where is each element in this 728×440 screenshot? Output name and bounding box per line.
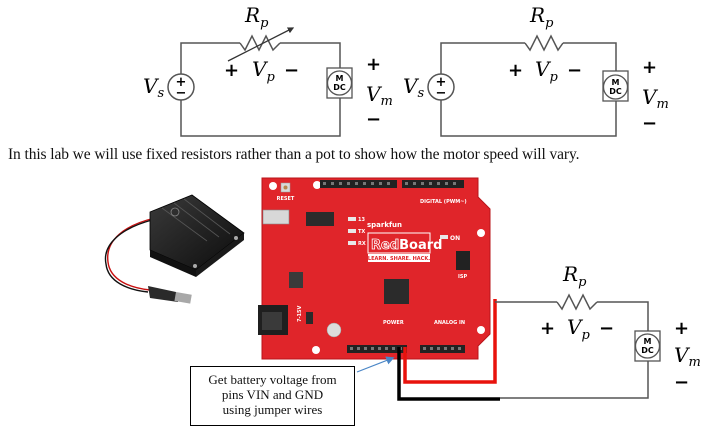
motor-icon xyxy=(634,333,661,359)
motor-label-m: M xyxy=(644,337,652,346)
motor-voltage-label: Vm xyxy=(366,82,393,109)
isp-label: ISP xyxy=(458,274,467,280)
circuit-potentiometer: + − M DC Rp Vs + Vp − + Vm − xyxy=(143,3,393,137)
battery-lead-red xyxy=(107,217,156,291)
vm-minus: − xyxy=(674,372,689,393)
circuit-board-connected: M DC Rp + Vp − + Vm − xyxy=(495,262,701,399)
voltage-source-icon xyxy=(427,73,455,101)
vp-minus: − xyxy=(599,318,614,339)
callout-line: pins VIN and GND xyxy=(221,387,324,402)
analog-label: ANALOG IN xyxy=(434,320,465,326)
vm-plus: + xyxy=(366,54,381,75)
motor-label-dc: DC xyxy=(609,87,622,96)
usb-port xyxy=(262,209,290,225)
circuit-wires xyxy=(180,42,341,137)
vm-minus: − xyxy=(642,113,657,134)
motor-voltage-label: Vm xyxy=(642,85,669,112)
header-power xyxy=(347,345,407,353)
redboard: RESET DIGITAL (PWM~) 13 TX RX ON sparkfu… xyxy=(258,177,491,360)
motor-label-m: M xyxy=(612,78,620,87)
motor-label-dc: DC xyxy=(333,83,346,92)
battery-lead-black xyxy=(104,219,153,293)
source-voltage-label: Vs xyxy=(403,74,424,101)
battery-pack xyxy=(104,194,245,304)
header-top-right xyxy=(402,180,464,188)
resistor-zigzag xyxy=(524,34,564,52)
led-label-13: 13 xyxy=(358,217,365,223)
source-minus: − xyxy=(176,86,187,101)
sparkfun-logo: sparkfun xyxy=(367,221,402,229)
reset-label: RESET xyxy=(277,196,295,202)
vp-plus: + xyxy=(540,318,555,339)
source-voltage-label: Vs xyxy=(143,74,164,101)
regulator xyxy=(289,272,303,288)
resistor-voltage-label: Vp xyxy=(535,57,558,85)
motor-label-dc: DC xyxy=(641,346,654,355)
resistor-label: Rp xyxy=(529,3,554,31)
barrel-plug xyxy=(148,286,178,302)
usb-chip xyxy=(306,212,334,226)
redboard-tagline: LEARN. SHARE. HACK. xyxy=(368,256,430,262)
led-label-rx: RX xyxy=(358,241,366,247)
callout-box: Get battery voltage from pins VIN and GN… xyxy=(190,366,355,426)
vp-minus: − xyxy=(284,60,299,81)
jumper-wire-gnd xyxy=(397,347,500,401)
resistor-label: Rp xyxy=(562,262,587,290)
board-pcb xyxy=(261,177,491,360)
source-plus: + xyxy=(436,75,447,90)
vp-minus: − xyxy=(567,60,582,81)
vp-plus: + xyxy=(508,60,523,81)
vm-plus: + xyxy=(674,318,689,339)
header-analog xyxy=(420,345,465,353)
vm-plus: + xyxy=(642,57,657,78)
resistor-voltage-label: Vp xyxy=(252,57,275,85)
digital-label: DIGITAL (PWM~) xyxy=(420,199,467,205)
motor-label-m: M xyxy=(336,74,344,83)
circuit-fixed-resistor: + − M DC Rp Vs + Vp − + Vm − xyxy=(403,3,669,137)
circuit-wires xyxy=(440,42,617,137)
led-label-tx: TX xyxy=(358,229,365,235)
source-minus: − xyxy=(436,86,447,101)
resistor-zigzag xyxy=(239,34,281,52)
jumper-wire-vin xyxy=(403,299,497,384)
power-label: POWER xyxy=(383,320,404,326)
vm-minus: − xyxy=(366,109,381,130)
isp-header xyxy=(456,251,470,270)
on-label: ON xyxy=(450,235,460,242)
callout-arrow xyxy=(356,356,395,373)
resistor-voltage-label: Vp xyxy=(567,315,590,343)
motor-voltage-label: Vm xyxy=(674,343,701,370)
capacitor xyxy=(326,322,342,338)
redboard-name: RedBoard xyxy=(371,238,442,253)
microcontroller xyxy=(384,279,409,304)
resistor-zigzag xyxy=(556,293,598,311)
voltage-source-icon xyxy=(167,73,195,101)
potentiometer-arrow xyxy=(227,27,295,62)
caption-text: In this lab we will use fixed resistors … xyxy=(8,146,580,163)
resistor-label: Rp xyxy=(244,3,269,31)
vp-plus: + xyxy=(224,60,239,81)
redboard-logo xyxy=(367,232,431,254)
voltage-range-label: 7-15V xyxy=(297,305,303,322)
callout-line: Get battery voltage from xyxy=(208,372,337,387)
callout-line: using jumper wires xyxy=(222,402,323,417)
source-plus: + xyxy=(176,75,187,90)
motor-icon xyxy=(326,70,353,96)
header-top-left xyxy=(320,180,397,188)
motor-icon xyxy=(602,74,629,100)
circuit-wires xyxy=(495,301,649,399)
